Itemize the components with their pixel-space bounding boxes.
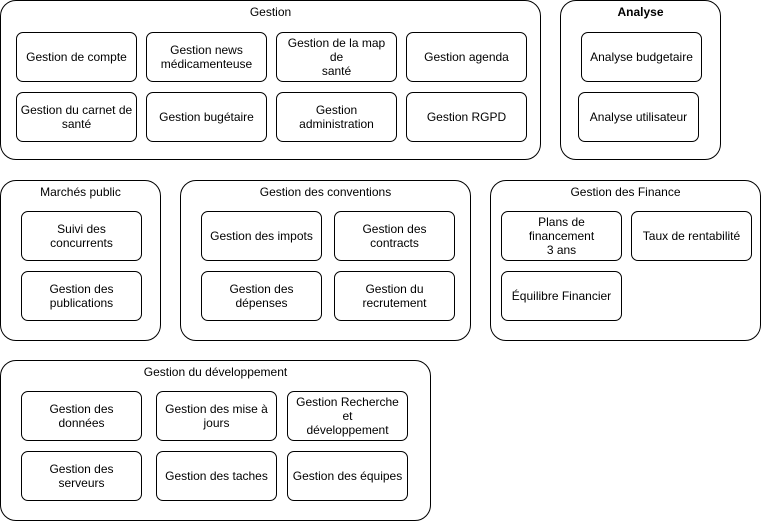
group-gestion-conventions: Gestion des conventions Gestion des impo… xyxy=(180,180,471,341)
group-gestion: Gestion Gestion de compte Gestion news m… xyxy=(0,0,541,160)
group-gestion-finance: Gestion des Finance Plans de financement… xyxy=(490,180,761,341)
node-gestion-recherche-developpement[interactable]: Gestion Recherche et développement xyxy=(287,391,408,441)
node-gestion-impots[interactable]: Gestion des impots xyxy=(201,211,322,261)
node-gestion-serveurs[interactable]: Gestion des serveurs xyxy=(21,451,142,501)
group-title-gestion-conventions: Gestion des conventions xyxy=(259,185,392,199)
node-gestion-mise-a-jours[interactable]: Gestion des mise à jours xyxy=(156,391,277,441)
group-title-gestion-developpement: Gestion du développement xyxy=(143,365,288,379)
group-marches-public: Marchés public Suivi des concurrents Ges… xyxy=(0,180,161,341)
node-gestion-agenda[interactable]: Gestion agenda xyxy=(406,32,527,82)
group-title-analyse: Analyse xyxy=(617,5,664,19)
group-gestion-developpement: Gestion du développement Gestion des don… xyxy=(0,360,431,521)
node-taux-rentabilite[interactable]: Taux de rentabilité xyxy=(631,211,752,261)
node-gestion-de-compte[interactable]: Gestion de compte xyxy=(16,32,137,82)
node-gestion-taches[interactable]: Gestion des taches xyxy=(156,451,277,501)
node-analyse-budgetaire[interactable]: Analyse budgetaire xyxy=(581,32,702,82)
node-gestion-news-medicamenteuse[interactable]: Gestion news médicamenteuse xyxy=(146,32,267,82)
group-title-marches-public: Marchés public xyxy=(40,185,121,199)
node-gestion-recrutement[interactable]: Gestion du recrutement xyxy=(334,271,455,321)
node-plans-financement[interactable]: Plans de financement 3 ans xyxy=(501,211,622,261)
node-gestion-contracts[interactable]: Gestion des contracts xyxy=(334,211,455,261)
group-analyse: Analyse Analyse budgetaire Analyse utili… xyxy=(560,0,721,160)
group-title-gestion: Gestion xyxy=(249,5,292,19)
node-analyse-utilisateur[interactable]: Analyse utilisateur xyxy=(578,92,699,142)
node-gestion-depenses[interactable]: Gestion des dépenses xyxy=(201,271,322,321)
group-title-gestion-finance: Gestion des Finance xyxy=(570,185,681,199)
node-equilibre-financier[interactable]: Équilibre Financier xyxy=(501,271,622,321)
node-gestion-carnet-sante[interactable]: Gestion du carnet de santé xyxy=(16,92,137,142)
node-suivi-concurrents[interactable]: Suivi des concurrents xyxy=(21,211,142,261)
node-gestion-publications[interactable]: Gestion des publications xyxy=(21,271,142,321)
node-gestion-rgpd[interactable]: Gestion RGPD xyxy=(406,92,527,142)
node-gestion-administration[interactable]: Gestion administration xyxy=(276,92,397,142)
node-gestion-map-sante[interactable]: Gestion de la map de santé xyxy=(276,32,397,82)
node-gestion-bugetaire[interactable]: Gestion bugétaire xyxy=(146,92,267,142)
node-gestion-equipes[interactable]: Gestion des équipes xyxy=(287,451,408,501)
node-gestion-donnees[interactable]: Gestion des données xyxy=(21,391,142,441)
